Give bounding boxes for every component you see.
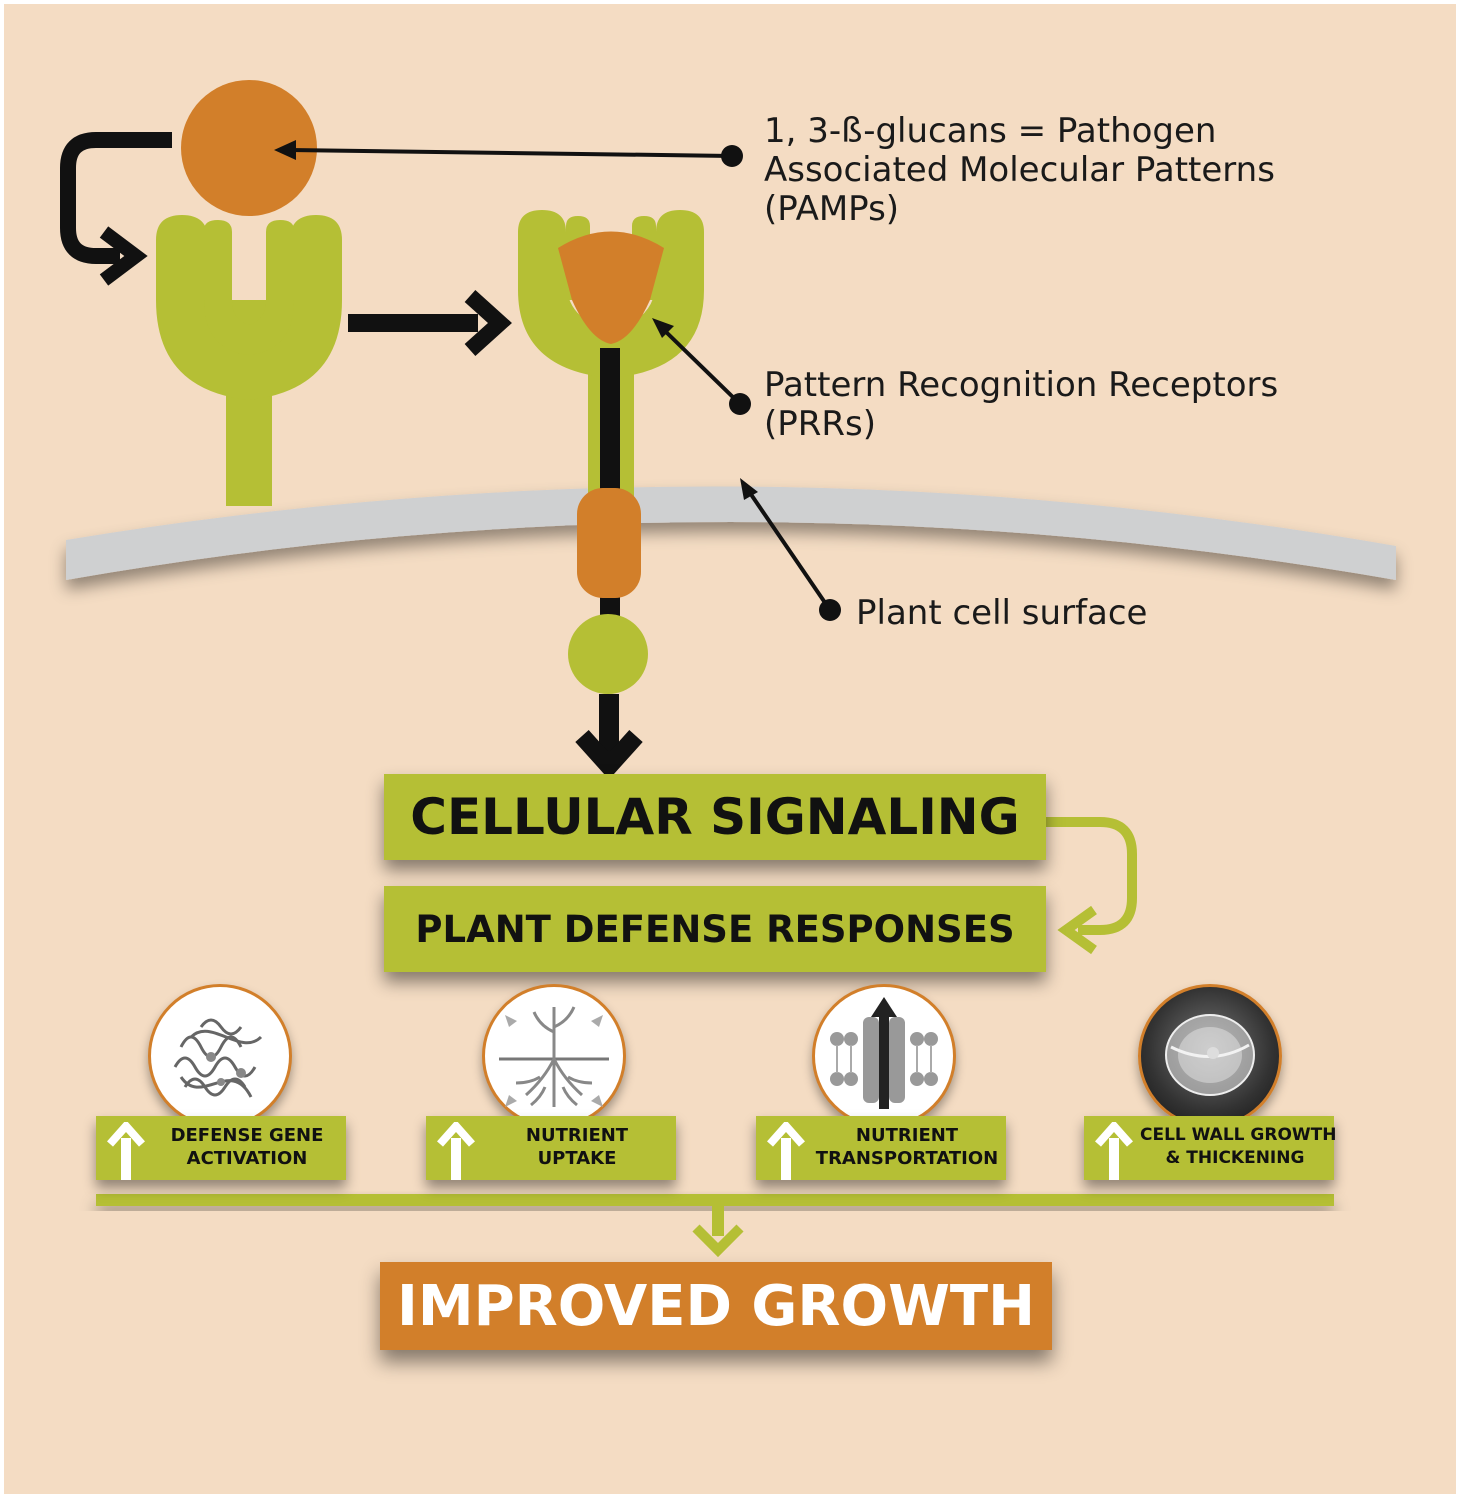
transmembrane-domain [577, 488, 641, 598]
response-label: CELL WALL GROWTH& THICKENING [1140, 1125, 1337, 1168]
up-arrow-icon [107, 1122, 145, 1180]
plant-cell-membrane [66, 486, 1396, 580]
pamps-label: 1, 3-ß-glucans = Pathogen Associated Mol… [764, 111, 1275, 229]
plant-defense-text: PLANT DEFENSE RESPONSES [415, 907, 1015, 951]
up-arrow-icon [437, 1122, 475, 1180]
activation-arrow-shaft [348, 314, 478, 332]
growth-arrow-head [692, 1224, 744, 1258]
plant-cell-icon [1138, 984, 1282, 1128]
cellular-signaling-step: CELLULAR SIGNALING [384, 774, 1046, 860]
plant-defense-step: PLANT DEFENSE RESPONSES [384, 886, 1046, 972]
protein-structure-icon [148, 984, 292, 1128]
response-cell-wall: CELL WALL GROWTH& THICKENING [1084, 1116, 1337, 1180]
plant-roots-icon [482, 984, 626, 1128]
signal-arrow-shaft [599, 694, 619, 756]
cellular-signaling-text: CELLULAR SIGNALING [410, 788, 1020, 846]
binding-arrow [60, 132, 172, 264]
cascade-arrow-head [1057, 905, 1097, 955]
up-arrow-icon [767, 1122, 805, 1180]
cascade-arrow [1044, 817, 1137, 935]
unbound-receptor [156, 215, 342, 506]
membrane-transport-icon [812, 984, 956, 1128]
up-arrow-icon [1095, 1122, 1133, 1180]
cell-surface-label: Plant cell surface [856, 593, 1148, 633]
binding-arrow-head [99, 226, 148, 286]
improved-growth-step: IMPROVED GROWTH [380, 1262, 1052, 1350]
growth-arrow-shaft [712, 1200, 724, 1236]
surface-leader [740, 478, 841, 621]
signal-arrow-head [575, 729, 643, 780]
prrs-leader [652, 318, 751, 415]
prrs-label: Pattern Recognition Receptors (PRRs) [764, 365, 1279, 444]
diagram-canvas [4, 4, 1456, 1494]
improved-growth-text: IMPROVED GROWTH [397, 1273, 1035, 1339]
activation-arrow-head [464, 290, 512, 356]
pamp-molecule [181, 80, 317, 216]
kinase-domain [568, 614, 648, 694]
pamps-leader [274, 140, 743, 167]
